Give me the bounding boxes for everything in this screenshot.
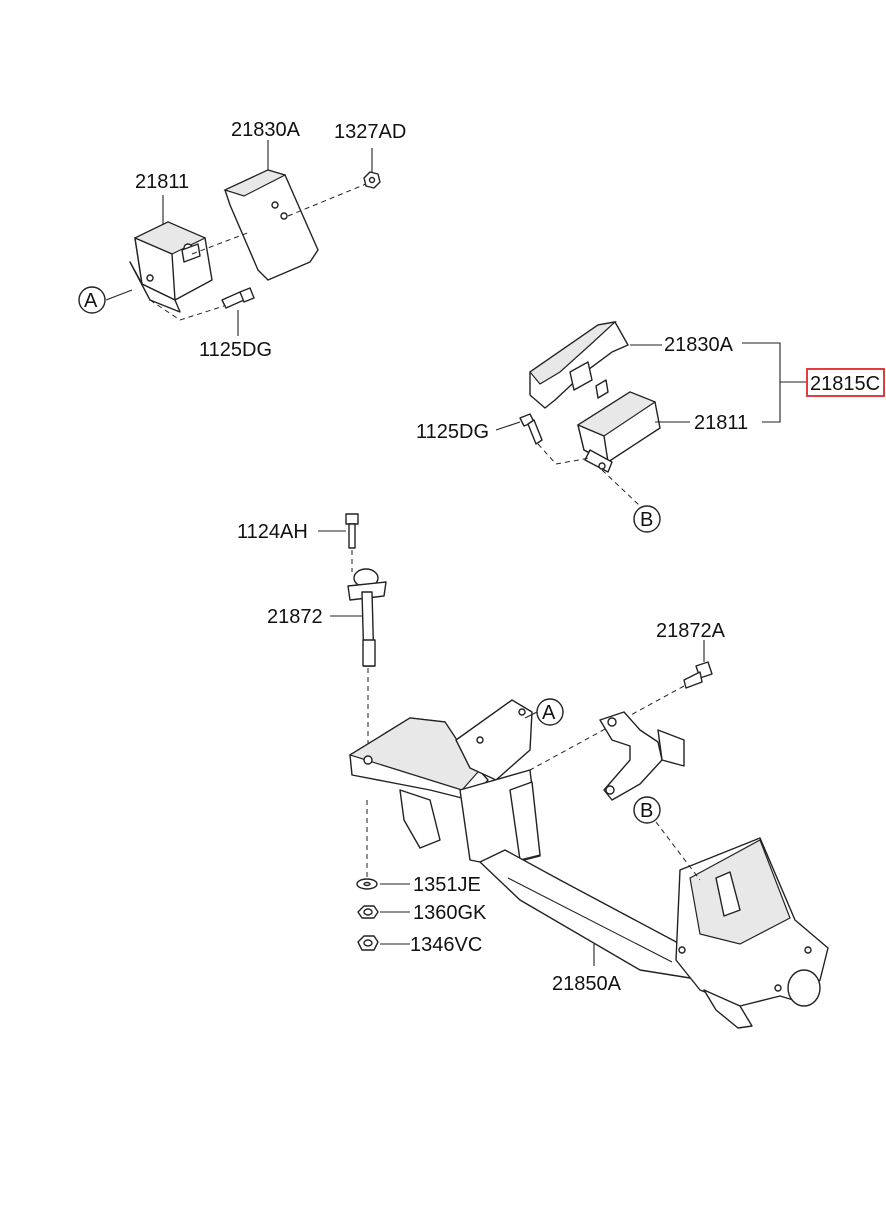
callout-A-frame-circle: [536, 698, 564, 726]
label-21811-top: 21811: [135, 171, 189, 193]
label-A-top: A: [84, 290, 98, 312]
nut-1346VC: [357, 935, 379, 951]
nut-1360GK: [357, 905, 379, 919]
label-21872A: 21872A: [656, 620, 726, 642]
bracket-21830A-top: [223, 169, 319, 281]
bolt-1125DG-mid: [519, 413, 543, 445]
label-1327AD: 1327AD: [334, 121, 406, 143]
callout-B-mid-circle: [633, 505, 661, 533]
fasteners-bottom: 1351JE 1360GK 1346VC: [356, 800, 487, 956]
callout-B-frame-circle: [633, 796, 661, 824]
label-1125DG-mid: 1125DG: [416, 421, 489, 443]
label-21815C: 21815C: [810, 373, 880, 395]
insulator-21811-mid: [576, 379, 661, 473]
label-21815C-highlight-box: [806, 368, 885, 397]
bolt-1125DG-top: [221, 287, 255, 309]
insulator-21811-top: [129, 221, 213, 313]
bolt-1124AH: [345, 513, 359, 549]
label-1124AH: 1124AH: [237, 521, 308, 543]
stud-assembly: 1124AH 21872 21872A: [237, 513, 726, 771]
label-1346VC: 1346VC: [410, 934, 482, 956]
label-21830A-mid: 21830A: [664, 334, 734, 356]
callout-A-top-circle: [78, 286, 106, 314]
bolt-21872A: [683, 661, 713, 689]
crossmember-21850A: A B 21850A: [348, 698, 829, 1029]
label-B-mid: B: [640, 509, 653, 531]
label-21850A: 21850A: [552, 973, 622, 995]
label-B-frame: B: [640, 800, 653, 822]
label-21872: 21872: [267, 606, 323, 628]
nut-1327AD: [363, 171, 381, 189]
middle-mount-assembly: 21830A 21811 1125DG 21815C B: [416, 321, 885, 533]
bracket-21830A-mid: [529, 321, 629, 409]
label-21830A-top: 21830A: [231, 119, 301, 141]
top-mount-assembly: 21830A 1327AD 21811 A 1125DG: [78, 119, 406, 361]
stud-21872: [347, 568, 387, 667]
label-1351JE: 1351JE: [413, 874, 481, 896]
label-1360GK: 1360GK: [413, 902, 487, 924]
label-21811-mid: 21811: [694, 412, 748, 434]
label-A-frame: A: [542, 702, 556, 724]
label-1125DG-top: 1125DG: [199, 339, 272, 361]
